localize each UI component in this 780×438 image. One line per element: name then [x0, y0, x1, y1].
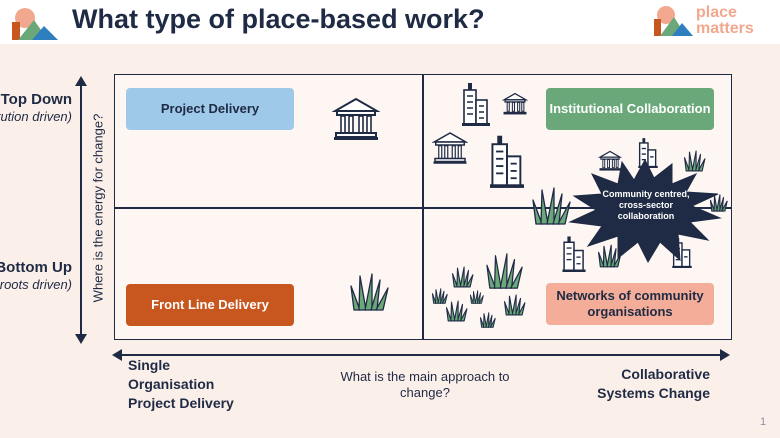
header-bar [0, 0, 780, 44]
top-down-subtitle-text: Institution driven) [0, 109, 72, 124]
x-axis-label: What is the main approach to change? [340, 369, 510, 400]
top-down-subtitle: (Institution driven) [0, 109, 72, 125]
top-down-label: Top Down (Institution driven) [0, 90, 72, 125]
y-axis-line [80, 84, 82, 340]
grass-icon [532, 187, 571, 225]
page-title: What type of place-based work? [72, 4, 485, 34]
institution-building-icon [432, 132, 468, 164]
x-axis-line [120, 354, 722, 356]
institution-building-icon [502, 92, 528, 115]
community-starburst-shape [568, 158, 722, 264]
x-axis-left-arrow-icon [112, 349, 122, 361]
y-axis-down-arrow-icon [75, 334, 87, 344]
grass-icon [452, 266, 474, 288]
grass-icon [470, 290, 484, 304]
city-buildings-icon [562, 236, 586, 272]
grass-icon [350, 273, 389, 311]
logo-mark-icon [654, 6, 693, 36]
bottom-up-subtitle: (Grassroots driven) [0, 277, 72, 293]
place-matters-logo-icon [12, 8, 58, 40]
front-line-delivery-box: Front Line Delivery [126, 284, 294, 326]
grass-icon [480, 312, 496, 328]
y-axis-label: Where is the energy for change? [90, 113, 106, 303]
collaborative-systems-label: Collaborative Systems Change [597, 366, 710, 401]
grass-icon [684, 150, 706, 172]
project-delivery-box: Project Delivery [126, 88, 294, 130]
bottom-up-label: Bottom Up (Grassroots driven) [0, 258, 72, 293]
bottom-up-title: Bottom Up [0, 259, 72, 276]
top-down-title: Top Down [0, 91, 72, 108]
page-number: 1 [760, 416, 767, 428]
single-organisation-label: Single Organisation Project Delivery [128, 357, 234, 411]
place-matters-logo: place matters [652, 4, 772, 40]
city-buildings-icon [462, 83, 490, 126]
grass-icon [486, 253, 523, 289]
grass-icon [446, 300, 468, 322]
institution-building-icon [598, 150, 622, 171]
institution-building-icon [332, 97, 380, 140]
grass-icon [432, 288, 448, 304]
institutional-collaboration-box: Institutional Collaboration [546, 88, 714, 130]
bottom-up-subtitle-text: Grassroots driven) [0, 277, 72, 292]
y-axis-up-arrow-icon [75, 76, 87, 86]
x-axis-right-arrow-icon [720, 349, 730, 361]
logo-text: place matters [696, 4, 754, 37]
grass-icon [504, 294, 526, 316]
city-buildings-icon [490, 135, 524, 188]
grass-icon [710, 194, 728, 212]
networks-box: Networks of community organisations [546, 283, 714, 325]
community-centred-label: Community centred, cross-sector collabor… [602, 189, 690, 221]
grid-horizontal-divider [114, 207, 732, 209]
